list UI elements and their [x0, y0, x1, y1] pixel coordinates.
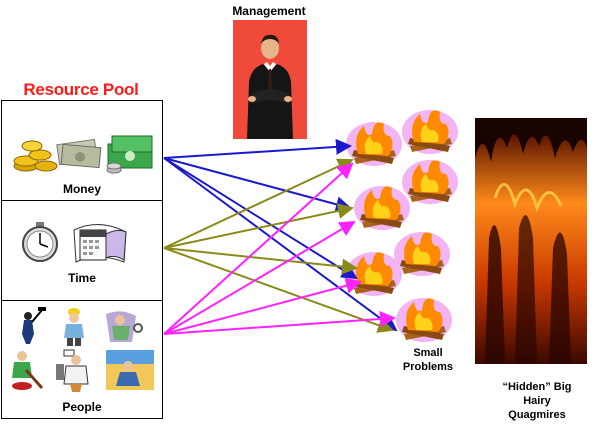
quagmires-fire-image: [475, 118, 587, 364]
time-label: Time: [68, 271, 96, 285]
wrench-worker-icon: [106, 311, 143, 342]
time-arrow: [163, 158, 354, 249]
money-clipart: [10, 130, 160, 185]
quagmires-line2: Hairy: [523, 395, 551, 407]
chef-worker-icon: [56, 349, 89, 392]
harvest-worker-icon: [106, 350, 154, 390]
money-arrow: [163, 157, 358, 280]
time-arrow: [163, 203, 354, 249]
time-arrow: [163, 247, 358, 275]
people-arrow: [163, 162, 354, 335]
resource-pool-title: Resource Pool: [23, 80, 139, 99]
money-arrow: [163, 138, 352, 159]
dollar-bills-icon: [56, 138, 102, 169]
small-problems-line1: Small: [413, 347, 443, 359]
small-problems-label: Small Problems: [388, 346, 468, 374]
small-problems-fires: [346, 110, 458, 342]
quagmires-line3: Quagmires: [508, 409, 566, 421]
people-clipart: [10, 306, 160, 397]
pool-divider: [1, 200, 163, 201]
campfire-icon: [396, 298, 452, 342]
gardener-icon: [12, 351, 44, 390]
people-arrow: [163, 220, 356, 335]
pool-divider: [1, 300, 163, 301]
campfire-icon: [402, 160, 458, 204]
campfire-icon: [394, 232, 450, 276]
campfire-icon: [402, 110, 458, 154]
small-problems-line2: Problems: [402, 361, 454, 373]
calendar-icon: [73, 224, 127, 263]
time-clipart: [14, 220, 134, 271]
campfire-icon: [354, 186, 410, 230]
gold-coins-icon: [13, 140, 58, 172]
money-arrow: [163, 157, 352, 213]
campfire-icon: [346, 122, 402, 166]
quagmires-line1: “Hidden” Big: [502, 381, 572, 393]
worker-hammer-icon: [10, 307, 50, 346]
construction-worker-icon: [64, 308, 84, 346]
cash-stack-icon: [106, 135, 153, 174]
people-arrow: [163, 277, 362, 335]
management-businessman-image: [233, 20, 307, 139]
stopwatch-icon: [22, 222, 58, 262]
campfire-icon: [346, 252, 402, 296]
people-label: People: [62, 400, 102, 414]
management-title: Management: [232, 4, 306, 18]
quagmires-label: “Hidden” Big Hairy Quagmires: [482, 380, 592, 422]
money-label: Money: [62, 182, 101, 196]
